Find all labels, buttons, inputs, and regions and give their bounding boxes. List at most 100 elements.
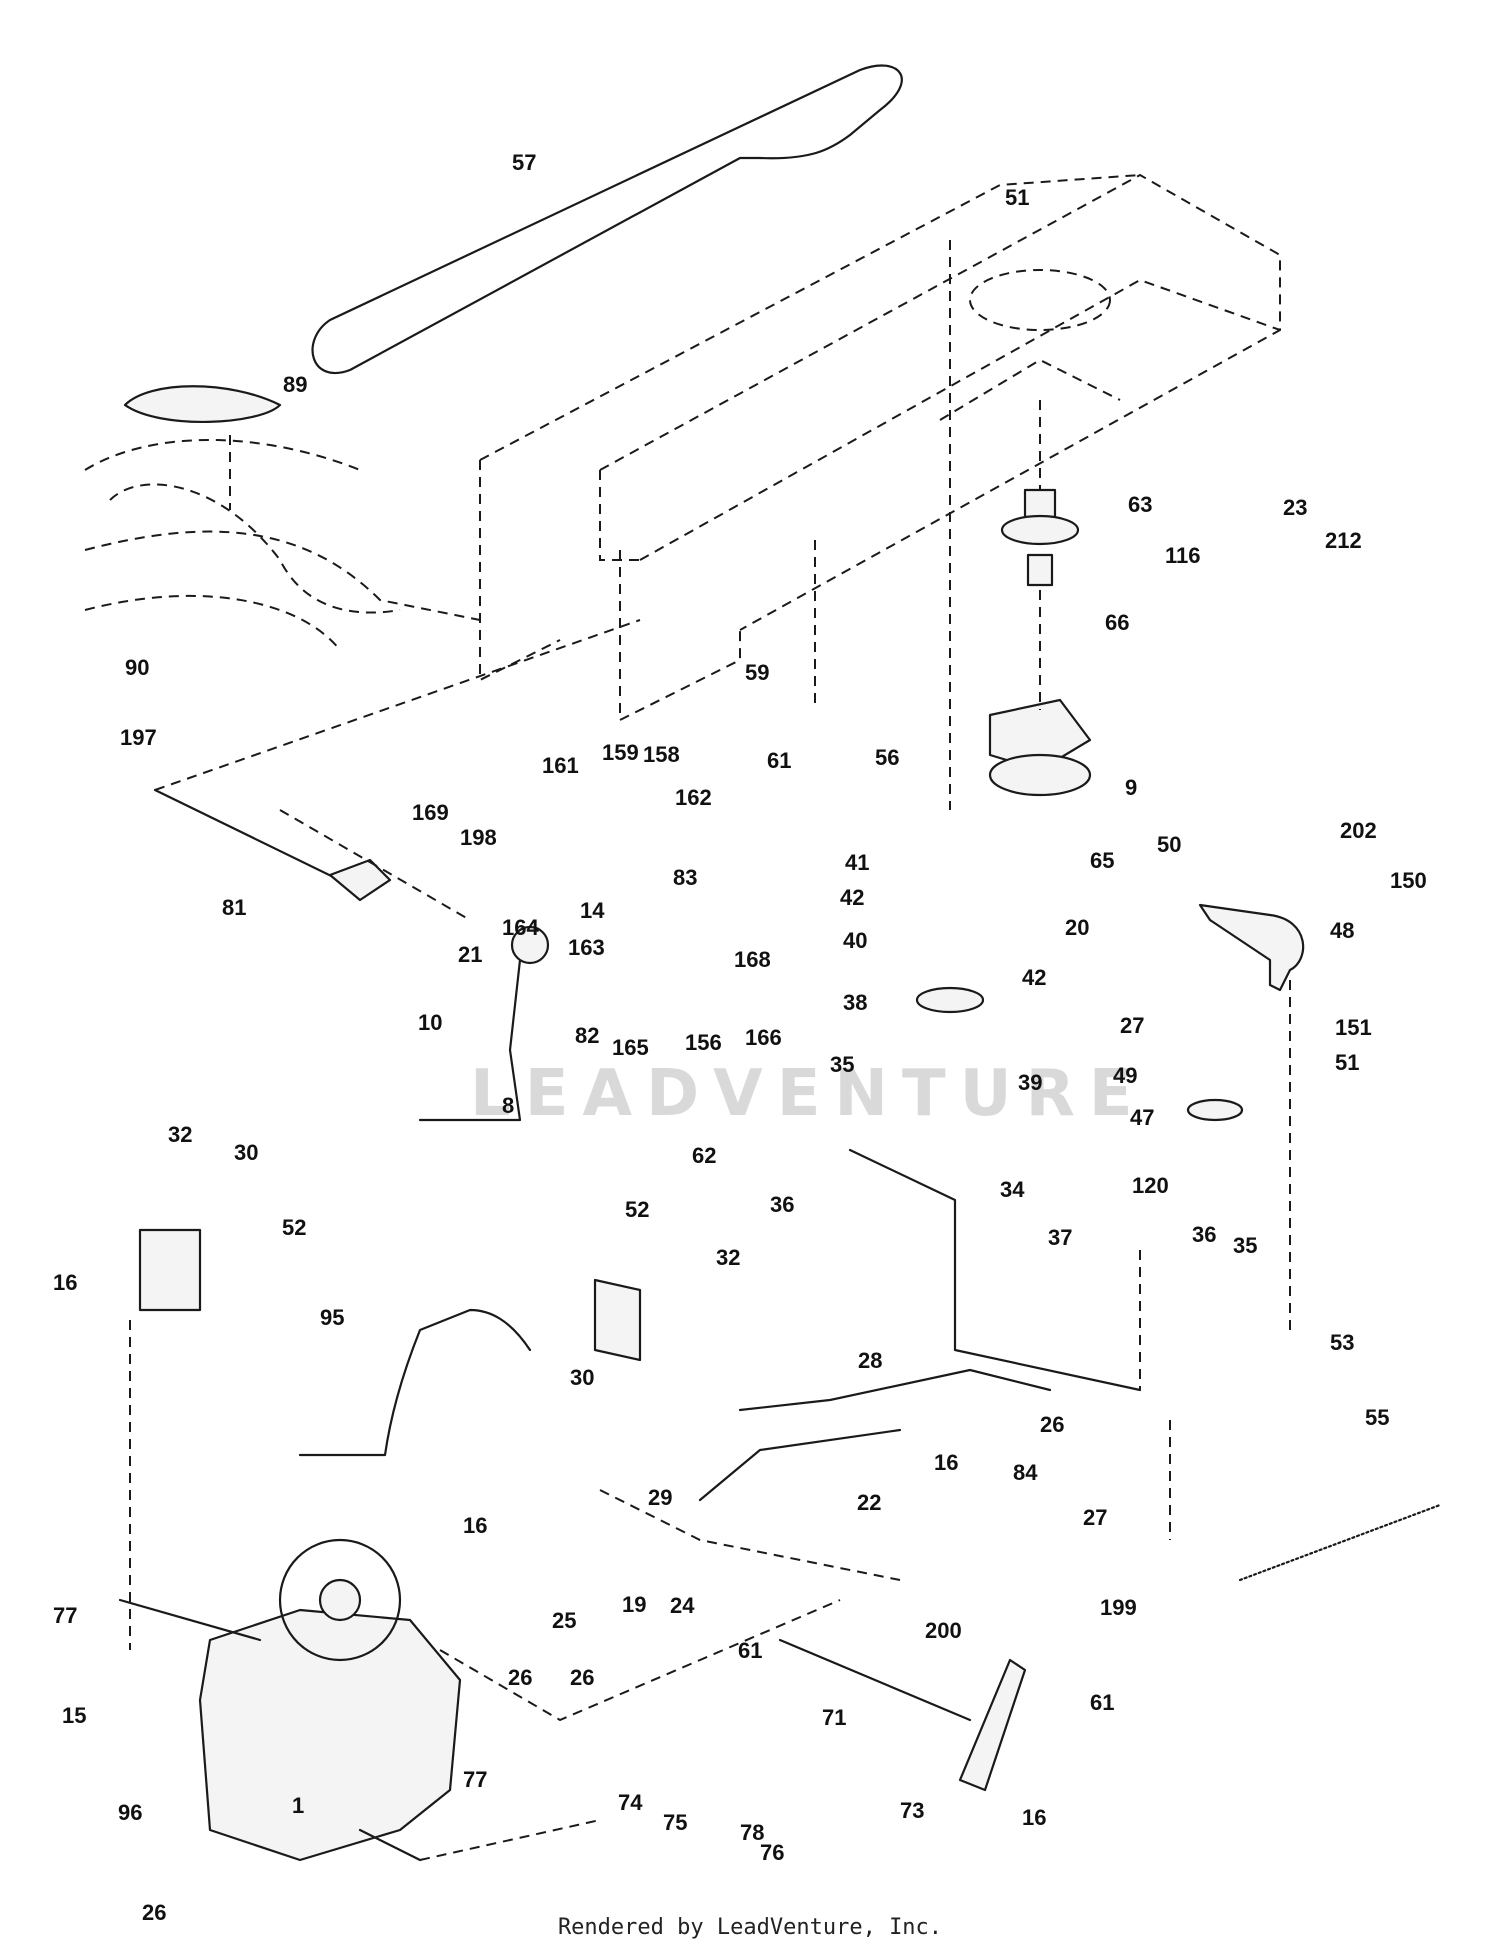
callout-53[interactable]: 53 — [1330, 1330, 1354, 1355]
callout-71[interactable]: 71 — [822, 1705, 846, 1730]
callout-16[interactable]: 16 — [53, 1270, 77, 1295]
callout-16[interactable]: 16 — [463, 1513, 487, 1538]
callout-168[interactable]: 168 — [734, 947, 771, 972]
callout-26[interactable]: 26 — [142, 1900, 166, 1925]
callout-83[interactable]: 83 — [673, 865, 697, 890]
callout-49[interactable]: 49 — [1113, 1063, 1137, 1088]
callout-10[interactable]: 10 — [418, 1010, 442, 1035]
callout-61[interactable]: 61 — [738, 1638, 762, 1663]
callout-42[interactable]: 42 — [840, 885, 864, 910]
callout-57[interactable]: 57 — [512, 150, 536, 175]
callout-120[interactable]: 120 — [1132, 1173, 1169, 1198]
callout-8[interactable]: 8 — [502, 1093, 514, 1118]
callout-26[interactable]: 26 — [1040, 1412, 1064, 1437]
callout-66[interactable]: 66 — [1105, 610, 1129, 635]
callout-16[interactable]: 16 — [934, 1450, 958, 1475]
callout-26[interactable]: 26 — [508, 1665, 532, 1690]
callout-16[interactable]: 16 — [1022, 1805, 1046, 1830]
callout-35[interactable]: 35 — [1233, 1233, 1257, 1258]
callout-199[interactable]: 199 — [1100, 1595, 1137, 1620]
callout-161[interactable]: 161 — [542, 753, 579, 778]
callout-165[interactable]: 165 — [612, 1035, 649, 1060]
callout-151[interactable]: 151 — [1335, 1015, 1372, 1040]
callout-62[interactable]: 62 — [692, 1143, 716, 1168]
callout-61[interactable]: 61 — [767, 748, 791, 773]
callout-22[interactable]: 22 — [857, 1490, 881, 1515]
callout-20[interactable]: 20 — [1065, 915, 1089, 940]
callout-77[interactable]: 77 — [53, 1603, 77, 1628]
callout-169[interactable]: 169 — [412, 800, 449, 825]
callout-202[interactable]: 202 — [1340, 818, 1377, 843]
callout-36[interactable]: 36 — [1192, 1222, 1216, 1247]
callout-24[interactable]: 24 — [670, 1593, 695, 1618]
callout-200[interactable]: 200 — [925, 1618, 962, 1643]
callout-50[interactable]: 50 — [1157, 832, 1181, 857]
callout-81[interactable]: 81 — [222, 895, 246, 920]
callout-163[interactable]: 163 — [568, 935, 605, 960]
callout-84[interactable]: 84 — [1013, 1460, 1038, 1485]
callout-82[interactable]: 82 — [575, 1023, 599, 1048]
callout-74[interactable]: 74 — [618, 1790, 643, 1815]
callout-73[interactable]: 73 — [900, 1798, 924, 1823]
callout-78[interactable]: 78 — [740, 1820, 764, 1845]
callout-21[interactable]: 21 — [458, 942, 482, 967]
callout-52[interactable]: 52 — [625, 1197, 649, 1222]
callout-90[interactable]: 90 — [125, 655, 149, 680]
callout-25[interactable]: 25 — [552, 1608, 576, 1633]
callout-37[interactable]: 37 — [1048, 1225, 1072, 1250]
callout-52[interactable]: 52 — [282, 1215, 306, 1240]
callout-1[interactable]: 1 — [292, 1793, 304, 1818]
callout-55[interactable]: 55 — [1365, 1405, 1389, 1430]
callout-162[interactable]: 162 — [675, 785, 712, 810]
callout-158[interactable]: 158 — [643, 742, 680, 767]
callout-166[interactable]: 166 — [745, 1025, 782, 1050]
callout-14[interactable]: 14 — [580, 898, 605, 923]
callout-212[interactable]: 212 — [1325, 528, 1362, 553]
callout-30[interactable]: 30 — [570, 1365, 594, 1390]
callout-32[interactable]: 32 — [168, 1122, 192, 1147]
part-9-clutch — [988, 698, 1092, 797]
callout-29[interactable]: 29 — [648, 1485, 672, 1510]
callout-27[interactable]: 27 — [1083, 1505, 1107, 1530]
callout-96[interactable]: 96 — [118, 1800, 142, 1825]
callout-15[interactable]: 15 — [62, 1703, 86, 1728]
callout-48[interactable]: 48 — [1330, 918, 1354, 943]
callout-159[interactable]: 159 — [602, 740, 639, 765]
callout-51[interactable]: 51 — [1005, 185, 1029, 210]
callout-77[interactable]: 77 — [463, 1767, 487, 1792]
callout-197[interactable]: 197 — [120, 725, 157, 750]
callout-36[interactable]: 36 — [770, 1192, 794, 1217]
callout-39[interactable]: 39 — [1018, 1070, 1042, 1095]
callout-42[interactable]: 42 — [1022, 965, 1046, 990]
callout-41[interactable]: 41 — [845, 850, 869, 875]
callout-56[interactable]: 56 — [875, 745, 899, 770]
callout-156[interactable]: 156 — [685, 1030, 722, 1055]
callout-19[interactable]: 19 — [622, 1592, 646, 1617]
footer-credit: Rendered by LeadVenture, Inc. — [557, 1915, 943, 1940]
callout-89[interactable]: 89 — [283, 372, 307, 397]
callout-61[interactable]: 61 — [1090, 1690, 1114, 1715]
callout-26[interactable]: 26 — [570, 1665, 594, 1690]
callout-32[interactable]: 32 — [716, 1245, 740, 1270]
callout-30[interactable]: 30 — [234, 1140, 258, 1165]
callout-150[interactable]: 150 — [1390, 868, 1427, 893]
callout-35[interactable]: 35 — [830, 1052, 854, 1077]
callout-28[interactable]: 28 — [858, 1348, 882, 1373]
callout-116[interactable]: 116 — [1165, 543, 1201, 568]
callout-59[interactable]: 59 — [745, 660, 769, 685]
callout-23[interactable]: 23 — [1283, 495, 1307, 520]
callout-76[interactable]: 76 — [760, 1840, 784, 1865]
callout-40[interactable]: 40 — [843, 928, 867, 953]
callout-47[interactable]: 47 — [1130, 1105, 1154, 1130]
callout-51[interactable]: 51 — [1335, 1050, 1359, 1075]
callout-198[interactable]: 198 — [460, 825, 497, 850]
callout-95[interactable]: 95 — [320, 1305, 344, 1330]
callout-164[interactable]: 164 — [502, 915, 539, 940]
callout-75[interactable]: 75 — [663, 1810, 687, 1835]
callout-65[interactable]: 65 — [1090, 848, 1114, 873]
callout-63[interactable]: 63 — [1128, 492, 1152, 517]
callout-34[interactable]: 34 — [1000, 1177, 1025, 1202]
callout-9[interactable]: 9 — [1125, 775, 1137, 800]
callout-27[interactable]: 27 — [1120, 1013, 1144, 1038]
callout-38[interactable]: 38 — [843, 990, 867, 1015]
